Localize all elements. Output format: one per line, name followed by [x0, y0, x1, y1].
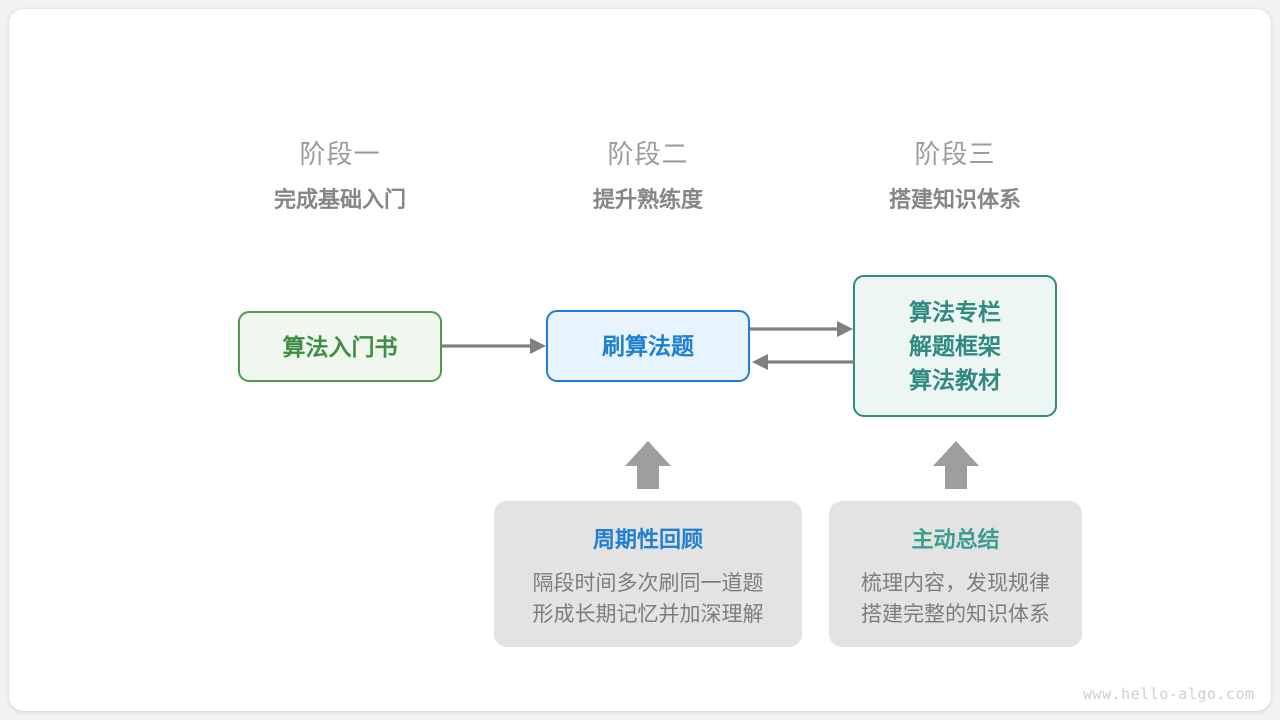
tip-review-body-line-2: 形成长期记忆并加深理解	[532, 603, 764, 626]
watermark-url: www.hello-algo.com	[1083, 685, 1255, 703]
stage-header-3: 阶段三 搭建知识体系	[825, 137, 1085, 215]
stage-3-title: 阶段三	[914, 139, 996, 169]
stage-header-2: 阶段二 提升熟练度	[518, 137, 778, 215]
tip-summary-body-line-1: 梳理内容，发现规律	[861, 572, 1050, 595]
stage-2-title: 阶段二	[607, 139, 689, 169]
tip-summary-body-line-2: 搭建完整的知识体系	[861, 603, 1050, 626]
node-advanced-resources-line-1: 算法专栏	[909, 299, 1001, 325]
tip-card-active-summary[interactable]: 主动总结 梳理内容，发现规律 搭建完整的知识体系	[829, 501, 1082, 647]
tip-card-periodic-review-body: 隔段时间多次刷同一道题 形成长期记忆并加深理解	[494, 568, 802, 630]
tip-card-periodic-review[interactable]: 周期性回顾 隔段时间多次刷同一道题 形成长期记忆并加深理解	[494, 501, 802, 647]
node-practice-problems-label: 刷算法题	[602, 333, 694, 359]
stage-3-subtitle: 搭建知识体系	[888, 187, 1021, 212]
arrow-summary-up-icon	[933, 441, 979, 489]
arrow-review-up-icon	[625, 441, 671, 489]
arrow-practice-to-resources-icon	[750, 321, 853, 337]
arrow-resources-to-practice-icon	[752, 354, 855, 370]
tip-card-periodic-review-title: 周期性回顾	[592, 527, 703, 552]
stage-2-subtitle: 提升熟练度	[592, 187, 703, 212]
node-advanced-resources-line-3: 算法教材	[909, 367, 1001, 393]
node-algorithm-intro-book-label: 算法入门书	[282, 333, 398, 360]
node-practice-problems[interactable]: 刷算法题	[546, 310, 750, 382]
arrow-book-to-practice-icon	[442, 338, 546, 354]
stage-1-title: 阶段一	[299, 139, 381, 169]
stage-header-1: 阶段一 完成基础入门	[210, 137, 470, 215]
node-algorithm-intro-book[interactable]: 算法入门书	[238, 311, 442, 382]
node-advanced-resources[interactable]: 算法专栏 解题框架 算法教材	[853, 275, 1057, 417]
stage-1-subtitle: 完成基础入门	[273, 187, 406, 212]
tip-card-active-summary-title: 主动总结	[911, 527, 1000, 552]
node-advanced-resources-line-2: 解题框架	[909, 333, 1001, 359]
tip-card-active-summary-body: 梳理内容，发现规律 搭建完整的知识体系	[829, 568, 1082, 630]
diagram-card: 阶段一 完成基础入门 阶段二 提升熟练度 阶段三 搭建知识体系 算法入门书 刷算…	[9, 9, 1271, 711]
tip-review-body-line-1: 隔段时间多次刷同一道题	[532, 572, 764, 595]
